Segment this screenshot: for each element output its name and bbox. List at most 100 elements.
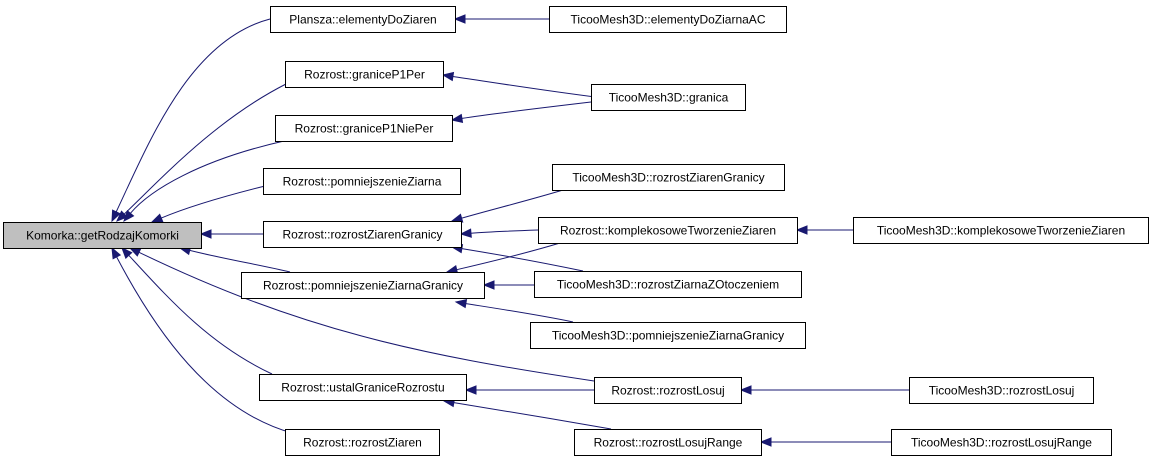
graph-node[interactable]: Rozrost::rozrostLosujRange <box>574 429 762 456</box>
node-label: Rozrost::komplekosoweTworzenieZiaren <box>560 224 776 238</box>
node-box <box>538 217 798 244</box>
edge-line <box>456 242 561 271</box>
node-label: TicooMesh3D::rozrostZiarnaZOtoczeniem <box>557 278 779 292</box>
graph-node[interactable]: Rozrost::pomniejszenieZiarnaGranicy <box>241 272 485 299</box>
graph-node[interactable]: TicooMesh3D::rozrostLosujRange <box>891 429 1112 456</box>
node-label: Plansza::elementyDoZiaren <box>289 13 436 27</box>
node-box <box>285 61 444 88</box>
arrowhead-icon <box>450 213 464 223</box>
edge-n5-to-root <box>123 140 285 223</box>
nodes-layer: Komorka::getRodzajKomorki Plansza::elemen… <box>3 6 1149 456</box>
edge-n9-to-n11 <box>445 242 561 275</box>
node-label: TicooMesh3D::rozrostLosuj <box>929 384 1075 398</box>
node-label: TicooMesh3D::komplekosoweTworzenieZiaren <box>877 224 1125 238</box>
edge-n13-to-n11 <box>454 298 574 323</box>
graph-node[interactable]: Rozrost::komplekosoweTworzenieZiaren <box>538 217 798 244</box>
arrowhead-icon <box>128 247 142 257</box>
edge-n12-to-n11 <box>482 280 534 290</box>
graph-node[interactable]: TicooMesh3D::pomniejszenieZiarnaGranicy <box>530 322 806 349</box>
edge-line <box>470 229 539 234</box>
node-label: Rozrost::rozrostLosujRange <box>594 436 743 450</box>
edge-n10-to-n9 <box>795 225 854 235</box>
edge-line <box>115 18 271 213</box>
node-box <box>263 168 461 195</box>
node-label: Rozrost::graniceP1Per <box>304 68 425 82</box>
edge-n19-to-n18 <box>759 437 891 447</box>
node-box <box>534 271 802 298</box>
node-box <box>530 322 806 349</box>
edge-line <box>138 251 595 382</box>
node-box <box>853 217 1149 244</box>
edge-n2-to-n1 <box>453 14 549 24</box>
graph-node[interactable]: Plansza::elementyDoZiaren <box>270 6 456 33</box>
edge-n3-to-root <box>116 83 287 222</box>
node-box <box>549 6 787 33</box>
graph-node[interactable]: Rozrost::pomniejszenieZiarna <box>263 168 461 195</box>
node-label: Rozrost::pomniejszenieZiarna <box>283 175 442 189</box>
edge-line <box>453 402 612 430</box>
graph-node[interactable]: Rozrost::graniceP1NiePer <box>275 115 453 142</box>
graph-node[interactable]: TicooMesh3D::rozrostLosuj <box>909 377 1094 404</box>
node-box <box>594 377 742 404</box>
node-box <box>270 6 456 33</box>
edge-line <box>189 249 291 273</box>
node-label: TicooMesh3D::elementyDoZiarnaAC <box>571 13 766 27</box>
arrowhead-icon <box>111 209 121 223</box>
node-label: TicooMesh3D::pomniejszenieZiarnaGranicy <box>552 329 784 343</box>
edge-n15-to-n14 <box>464 385 594 395</box>
arrowhead-icon <box>111 246 122 260</box>
node-box <box>275 115 453 142</box>
graph-node[interactable]: TicooMesh3D::elementyDoZiarnaAC <box>549 6 787 33</box>
arrowhead-icon <box>199 229 212 239</box>
edge-n14-to-root <box>121 247 273 375</box>
node-label: TicooMesh3D::granica <box>609 91 729 105</box>
arrowhead-icon <box>464 385 477 395</box>
arrowhead-icon <box>453 14 466 24</box>
edge-line <box>116 256 293 434</box>
graph-node[interactable]: TicooMesh3D::rozrostZiarenGranicy <box>552 164 785 191</box>
node-label: Rozrost::rozrostZiarenGranicy <box>282 228 442 242</box>
node-box <box>552 164 785 191</box>
arrowhead-icon <box>482 280 495 290</box>
node-box <box>909 377 1094 404</box>
edge-n15-to-root <box>128 247 595 382</box>
node-box <box>259 374 467 401</box>
edge-line <box>123 83 287 215</box>
edge-n4-to-n3 <box>441 71 596 98</box>
node-label: Komorka::getRodzajKomorki <box>26 229 179 243</box>
graph-node[interactable]: Rozrost::ustalGraniceRozrostu <box>259 374 467 401</box>
node-label: TicooMesh3D::rozrostZiarenGranicy <box>572 171 764 185</box>
graph-node[interactable]: Rozrost::rozrostLosuj <box>594 377 742 404</box>
edge-line <box>452 76 596 98</box>
graph-node[interactable]: TicooMesh3D::komplekosoweTworzenieZiaren <box>853 217 1149 244</box>
edge-n6-to-root <box>150 185 266 223</box>
graph-node[interactable]: Rozrost::rozrostZiaren <box>285 429 440 456</box>
edge-n16-to-n15 <box>739 385 909 395</box>
node-box <box>591 84 746 111</box>
node-box <box>263 221 462 248</box>
graph-node[interactable]: Rozrost::rozrostZiarenGranicy <box>263 221 462 248</box>
node-label: TicooMesh3D::rozrostLosujRange <box>911 436 1092 450</box>
arrowhead-icon <box>739 385 752 395</box>
node-label: Rozrost::pomniejszenieZiarnaGranicy <box>263 279 463 293</box>
edge-n4-to-n5 <box>450 101 592 124</box>
arrowhead-icon <box>441 71 455 82</box>
edge-n11-to-root <box>178 245 291 273</box>
node-label: Rozrost::graniceP1NiePer <box>295 122 434 136</box>
graph-node[interactable]: TicooMesh3D::rozrostZiarnaZOtoczeniem <box>534 271 802 298</box>
edge-n7-to-n8 <box>450 189 564 223</box>
edge-n8-to-root <box>199 229 263 239</box>
edge-n1-to-root <box>111 18 271 223</box>
node-label: Rozrost::rozrostLosuj <box>611 384 724 398</box>
edge-n12-to-n8 <box>450 244 584 272</box>
arrowhead-icon <box>121 247 133 259</box>
graph-node[interactable]: TicooMesh3D::granica <box>591 84 746 111</box>
node-box <box>285 429 440 456</box>
root-node[interactable]: Komorka::getRodzajKomorki <box>3 222 202 249</box>
graph-node[interactable]: Rozrost::graniceP1Per <box>285 61 444 88</box>
arrowhead-icon <box>116 210 128 222</box>
node-label: Rozrost::rozrostZiaren <box>303 436 422 450</box>
edge-line <box>461 189 564 219</box>
arrowhead-icon <box>450 113 464 124</box>
node-box <box>891 429 1112 456</box>
